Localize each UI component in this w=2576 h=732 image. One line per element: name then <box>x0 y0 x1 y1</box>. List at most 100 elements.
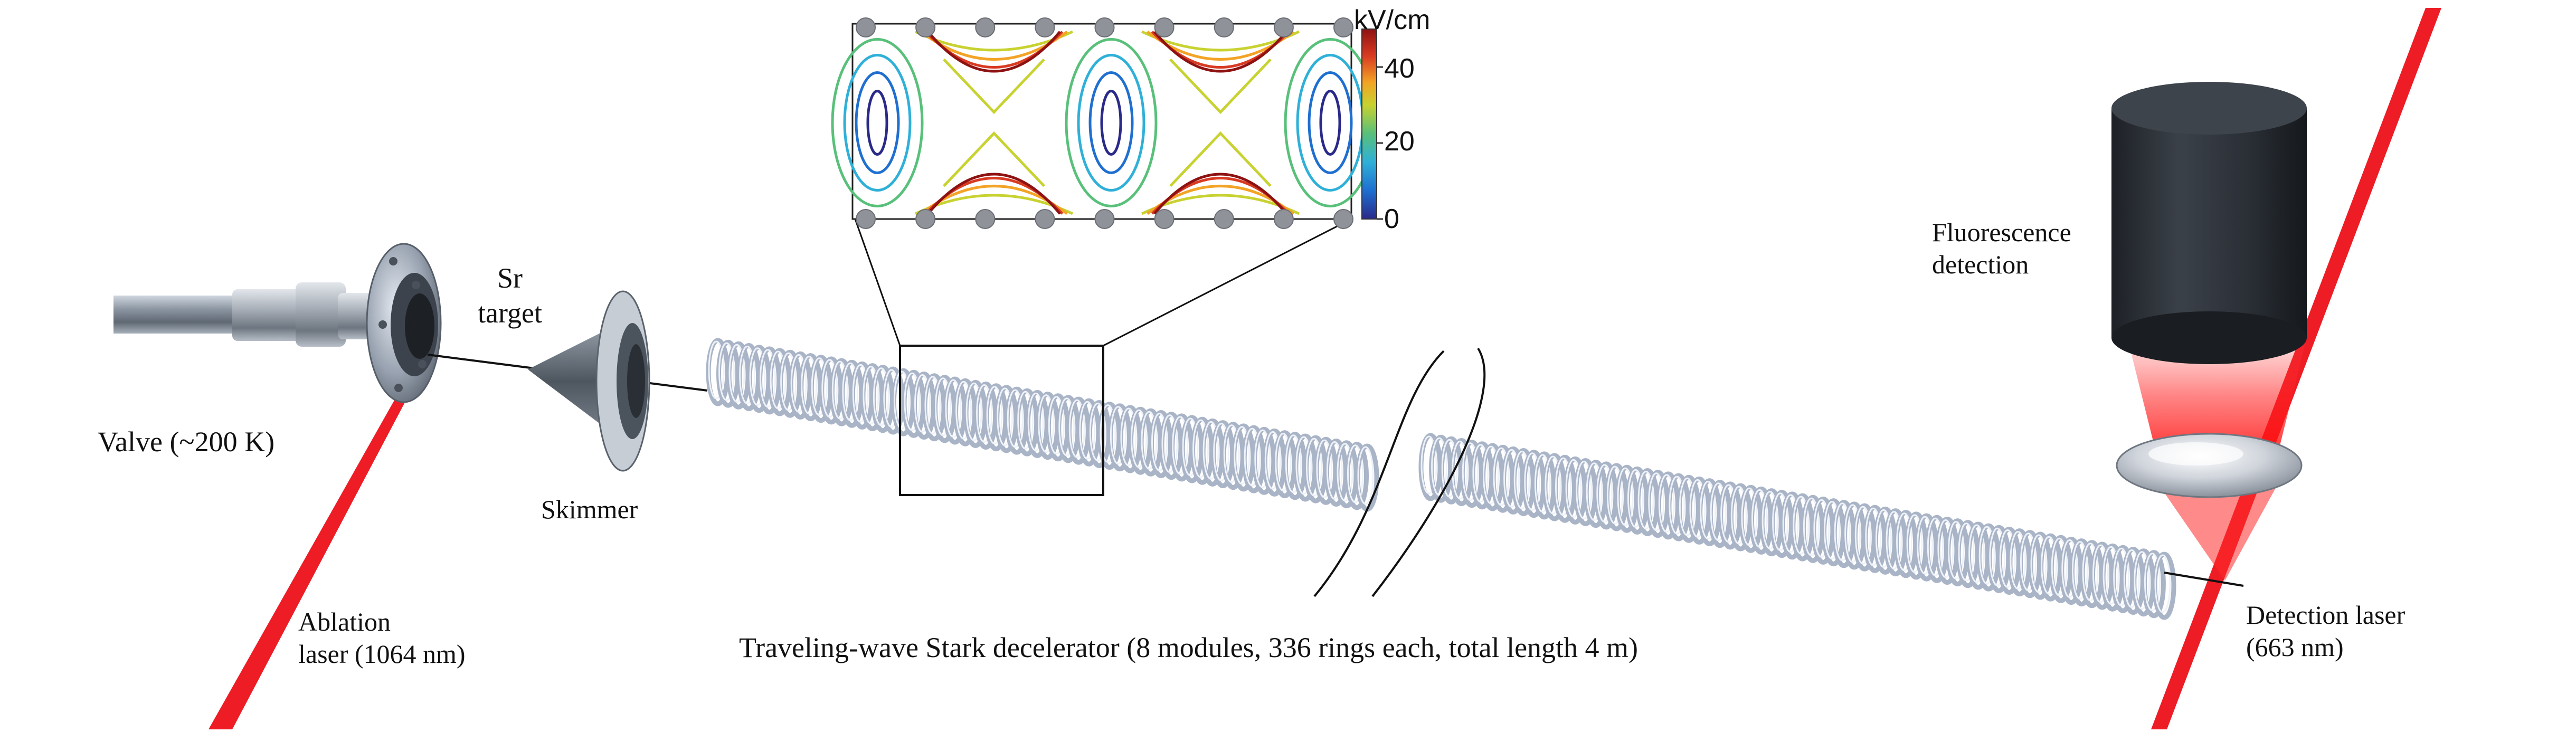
decelerator-ring-highlight <box>965 382 982 441</box>
decelerator-ring-highlight <box>1483 445 1499 505</box>
decelerator-ring-highlight <box>1275 433 1292 492</box>
decelerator-ring-highlight <box>893 370 910 430</box>
decelerator-ring-highlight <box>708 340 725 400</box>
decelerator-ring-highlight <box>1347 444 1363 503</box>
decelerator-ring-highlight <box>976 384 993 443</box>
field-contour-low <box>1100 90 1122 156</box>
decelerator-ring-highlight <box>1110 406 1126 465</box>
field-contour-low <box>1077 54 1145 192</box>
decelerator-ring-highlight <box>1326 441 1343 500</box>
colorbar <box>1361 28 1377 220</box>
field-contour-high <box>927 31 1061 73</box>
decelerator-ring-highlight <box>1937 519 1954 578</box>
field-contour-low <box>1308 71 1353 174</box>
electrode-dot <box>975 209 996 229</box>
decelerator-ring-highlight <box>2144 553 2161 612</box>
decelerator-ring-highlight <box>935 377 951 436</box>
decelerator-ring-highlight <box>1782 494 1799 553</box>
field-map-inset <box>831 17 1377 229</box>
decelerator-ring-highlight <box>1886 511 1902 570</box>
decelerator-ring-highlight <box>1431 437 1448 496</box>
decelerator-ring-highlight <box>883 369 900 428</box>
decelerator-ring-highlight <box>1420 435 1437 495</box>
decelerator-ring-highlight <box>1761 491 1778 550</box>
decelerator-ring-highlight <box>1244 427 1261 487</box>
field-contour-low <box>855 71 900 174</box>
decelerator-ring-highlight <box>749 347 766 406</box>
decelerator-ring-highlight <box>1989 527 2006 586</box>
decelerator-ring-highlight <box>2092 544 2109 603</box>
decelerator-ring-highlight <box>1254 429 1271 488</box>
decelerator-ring-highlight <box>2020 533 2037 592</box>
field-contour-high <box>1153 31 1287 73</box>
decelerator-ring-highlight <box>1565 459 1582 518</box>
decelerator-ring-highlight <box>1048 396 1065 455</box>
decelerator-ring-highlight <box>1720 484 1737 543</box>
decelerator-ring-highlight <box>924 376 941 435</box>
decelerator-ring-highlight <box>1968 524 1985 583</box>
decelerator-ring-highlight <box>1596 464 1613 523</box>
decelerator-ring-highlight <box>2071 541 2088 600</box>
decelerator-ring-highlight <box>1182 417 1199 477</box>
electrode-dot <box>1094 209 1115 229</box>
field-contour-low <box>866 90 888 156</box>
decelerator-ring-highlight <box>1295 436 1312 495</box>
decelerator-ring-highlight <box>811 357 828 416</box>
decelerator-ring-highlight <box>1316 439 1333 498</box>
decelerator-ring-highlight <box>1700 481 1717 540</box>
decelerator-ring-highlight <box>1793 496 1810 555</box>
decelerator-ring-highlight <box>770 350 787 410</box>
decelerator-ring-highlight <box>1844 504 1861 563</box>
field-contour-saddle <box>943 131 1045 187</box>
zoom-line-right <box>1103 218 1352 347</box>
decelerator-ring-highlight <box>2030 534 2047 593</box>
ablation-label: Ablation laser (1064 nm) <box>298 606 466 670</box>
fluorescence-label: Fluorescence detection <box>1932 216 2071 281</box>
field-contour-saddle <box>1169 131 1272 187</box>
decelerator-ring-highlight <box>1120 407 1137 467</box>
decelerator-ring-highlight <box>1999 529 2016 588</box>
decelerator-ring-highlight <box>1213 423 1230 482</box>
decelerator-ring-highlight <box>2041 536 2058 595</box>
decelerator-ring-highlight <box>1172 416 1189 475</box>
decelerator-ring-highlight <box>1234 426 1251 485</box>
field-contour-low <box>1319 90 1341 156</box>
detection-label: Detection laser (663 nm) <box>2246 599 2405 663</box>
decelerator-ring-highlight <box>1896 512 1913 572</box>
decelerator-ring-highlight <box>1472 444 1489 503</box>
decelerator-ring-highlight <box>2123 549 2140 608</box>
decelerator-ring-highlight <box>1524 452 1541 511</box>
decelerator-ring-highlight <box>801 356 818 415</box>
electrode-dot <box>1214 209 1234 229</box>
decelerator-ring-highlight <box>1917 516 1934 575</box>
decelerator-ring-highlight <box>1751 489 1768 548</box>
decelerator-ring-highlight <box>1813 499 1830 558</box>
valve-label: Valve (~200 K) <box>98 426 275 458</box>
decelerator-ring-highlight <box>1679 477 1696 536</box>
electrode-dot <box>1333 17 1353 37</box>
decelerator-ring-highlight <box>904 372 921 431</box>
decelerator-ring-highlight <box>1648 472 1665 531</box>
decelerator-ring-highlight <box>1617 467 1634 526</box>
detection-beam-line <box>2164 572 2244 587</box>
decelerator-ring-highlight <box>1534 454 1551 513</box>
electrode-dot <box>1094 17 1115 37</box>
electrode-dot <box>1154 17 1175 37</box>
electrode-dot <box>915 209 936 229</box>
decelerator-ring-highlight <box>2082 543 2099 602</box>
decelerator-ring-highlight <box>1305 438 1322 497</box>
electrode-dot <box>1214 17 1234 37</box>
sr-target-line-2: target <box>478 297 542 329</box>
colorbar-tick-40: 40 <box>1384 53 1415 84</box>
ablation-laser-beam <box>209 369 422 729</box>
decelerator-ring-highlight <box>914 374 931 433</box>
decelerator-ring-highlight <box>1151 413 1168 471</box>
decelerator-ring-highlight <box>1462 442 1479 501</box>
decelerator-ring-highlight <box>1875 509 1892 568</box>
decelerator-ring-highlight <box>1865 507 1882 566</box>
decelerator-ring-highlight <box>1441 439 1458 498</box>
decelerator-ring-highlight <box>1264 431 1281 490</box>
decelerator-ring-highlight <box>1803 497 1820 556</box>
